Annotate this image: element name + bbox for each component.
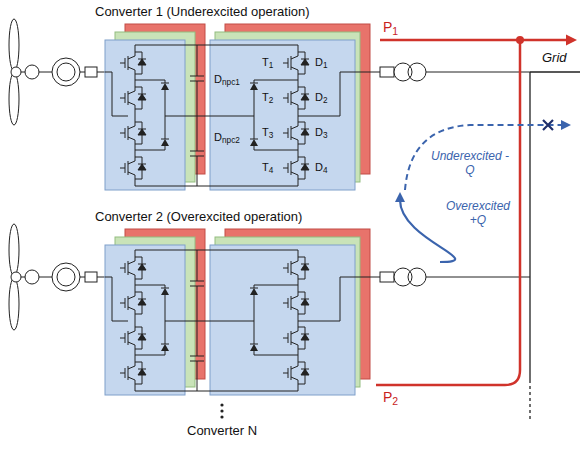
subscript: 2 — [323, 96, 328, 105]
switch-label: T4 — [262, 161, 273, 176]
subscript: 4 — [323, 166, 328, 175]
diode-label: D3 — [315, 126, 328, 141]
converter-group: Converter 2 (Overexcited operation) — [40, 207, 440, 400]
clamp-diode-label: Dnpc1 — [214, 73, 240, 88]
converter-group: Converter 1 (Underexcited operation) — [40, 2, 440, 196]
subscript: 2 — [269, 96, 274, 105]
subscript: 1 — [323, 61, 328, 70]
diode-label: D1 — [315, 56, 328, 71]
diode-label: D4 — [315, 161, 328, 176]
subscript: 1 — [269, 61, 274, 70]
converter-heading: Converter 1 (Underexcited operation) — [95, 4, 310, 20]
converter-heading: Converter 2 (Overexcited operation) — [95, 209, 302, 225]
subscript: npc2 — [222, 136, 240, 145]
switch-label: T2 — [262, 91, 273, 106]
grid-label: Grid — [542, 51, 567, 66]
subscript: 4 — [269, 166, 274, 175]
subscript: npc1 — [222, 78, 240, 87]
reactive-power-label: Underexcited -Q — [430, 150, 510, 178]
switch-label: T1 — [262, 56, 273, 71]
subscript: 3 — [269, 131, 274, 140]
subscript: 2 — [392, 395, 398, 407]
subscript: 3 — [323, 131, 328, 140]
converter-label: Converter N — [187, 424, 257, 439]
reactive-power-label: Overexcited +Q — [440, 200, 516, 228]
subscript: 1 — [392, 25, 398, 37]
clamp-diode-label: Dnpc2 — [214, 131, 240, 146]
power-label: P1 — [383, 19, 398, 37]
switch-label: T3 — [262, 126, 273, 141]
power-label: P2 — [383, 389, 398, 407]
diode-label: D2 — [315, 91, 328, 106]
arrowhead — [395, 192, 405, 202]
